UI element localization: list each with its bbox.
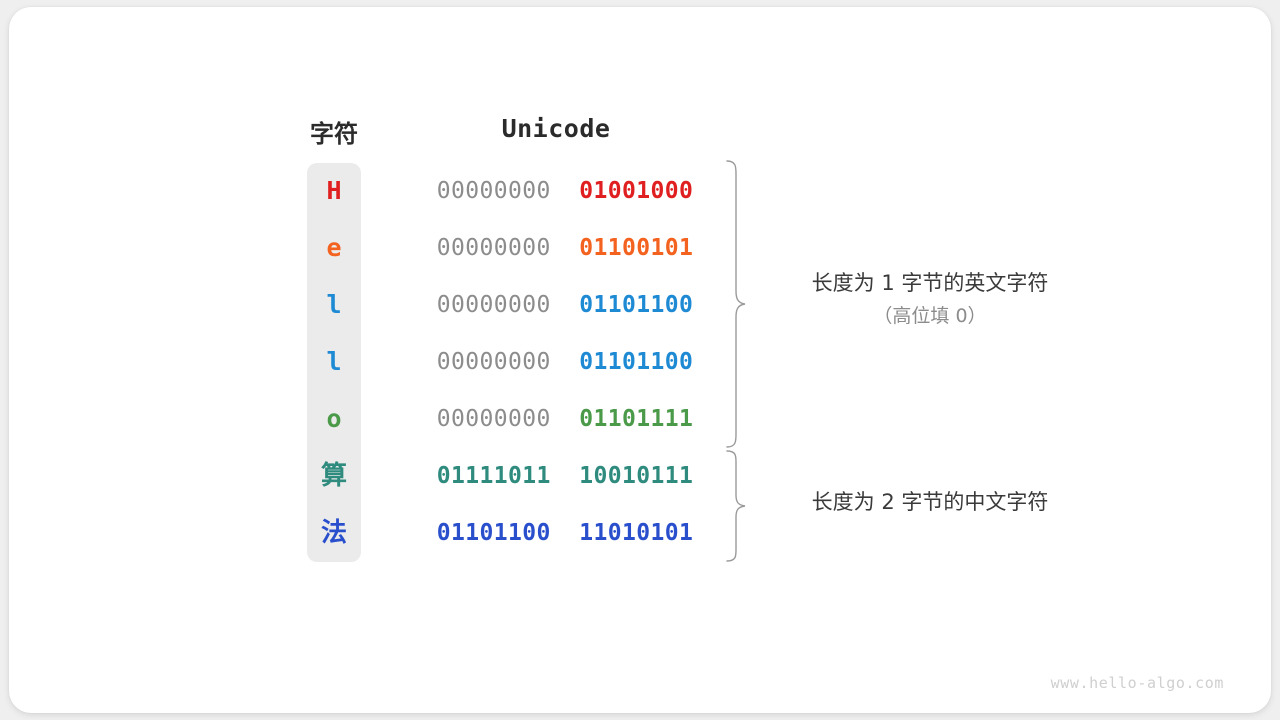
row-character: o bbox=[326, 404, 342, 433]
encoding-row: o 00000000 01101111 bbox=[307, 399, 727, 439]
low-byte: 01100101 bbox=[579, 235, 694, 261]
encoding-row: 算 01111011 10010111 bbox=[307, 456, 727, 496]
figure-card bbox=[9, 7, 1271, 713]
high-byte: 00000000 bbox=[436, 235, 551, 261]
row-character: l bbox=[326, 347, 342, 376]
annotation-single-byte-main: 长度为 1 字节的英文字符 bbox=[811, 271, 1049, 295]
row-character: 法 bbox=[320, 518, 347, 548]
column-header-character: 字符 bbox=[310, 121, 358, 148]
row-unicode-bits: 00000000 01100101 bbox=[420, 228, 710, 268]
brace-double-byte bbox=[726, 450, 746, 562]
row-unicode-bits: 00000000 01101111 bbox=[420, 399, 710, 439]
row-unicode-bits: 00000000 01001000 bbox=[420, 171, 710, 211]
row-unicode-bits: 00000000 01101100 bbox=[420, 342, 710, 382]
low-byte: 10010111 bbox=[579, 463, 694, 489]
row-unicode-bits: 00000000 01101100 bbox=[420, 285, 710, 325]
column-header-unicode: Unicode bbox=[501, 114, 611, 143]
high-byte: 01111011 bbox=[436, 463, 551, 489]
low-byte: 11010101 bbox=[579, 520, 694, 546]
row-unicode-bits: 01111011 10010111 bbox=[420, 456, 710, 496]
encoding-row: e 00000000 01100101 bbox=[307, 228, 727, 268]
annotation-double-byte: 长度为 2 字节的中文字符 bbox=[780, 485, 1080, 519]
row-character: 算 bbox=[320, 461, 347, 491]
low-byte: 01101100 bbox=[579, 292, 694, 318]
character-column-background bbox=[307, 163, 361, 562]
encoding-row: 法 01101100 11010101 bbox=[307, 513, 727, 553]
annotation-single-byte-sub: （高位填 0） bbox=[873, 305, 987, 327]
row-character: H bbox=[326, 176, 342, 205]
low-byte: 01101100 bbox=[579, 349, 694, 375]
encoding-row: H 00000000 01001000 bbox=[307, 171, 727, 211]
annotation-double-byte-main: 长度为 2 字节的中文字符 bbox=[811, 490, 1049, 514]
high-byte: 00000000 bbox=[436, 178, 551, 204]
encoding-row: l 00000000 01101100 bbox=[307, 285, 727, 325]
brace-single-byte bbox=[726, 160, 746, 448]
high-byte: 00000000 bbox=[436, 406, 551, 432]
low-byte: 01001000 bbox=[579, 178, 694, 204]
high-byte: 01101100 bbox=[436, 520, 551, 546]
watermark: www.hello-algo.com bbox=[1050, 674, 1224, 692]
high-byte: 00000000 bbox=[436, 349, 551, 375]
row-unicode-bits: 01101100 11010101 bbox=[420, 513, 710, 553]
low-byte: 01101111 bbox=[579, 406, 694, 432]
encoding-row: l 00000000 01101100 bbox=[307, 342, 727, 382]
row-character: l bbox=[326, 290, 342, 319]
high-byte: 00000000 bbox=[436, 292, 551, 318]
annotation-single-byte: 长度为 1 字节的英文字符 （高位填 0） bbox=[780, 266, 1080, 332]
row-character: e bbox=[326, 233, 342, 262]
